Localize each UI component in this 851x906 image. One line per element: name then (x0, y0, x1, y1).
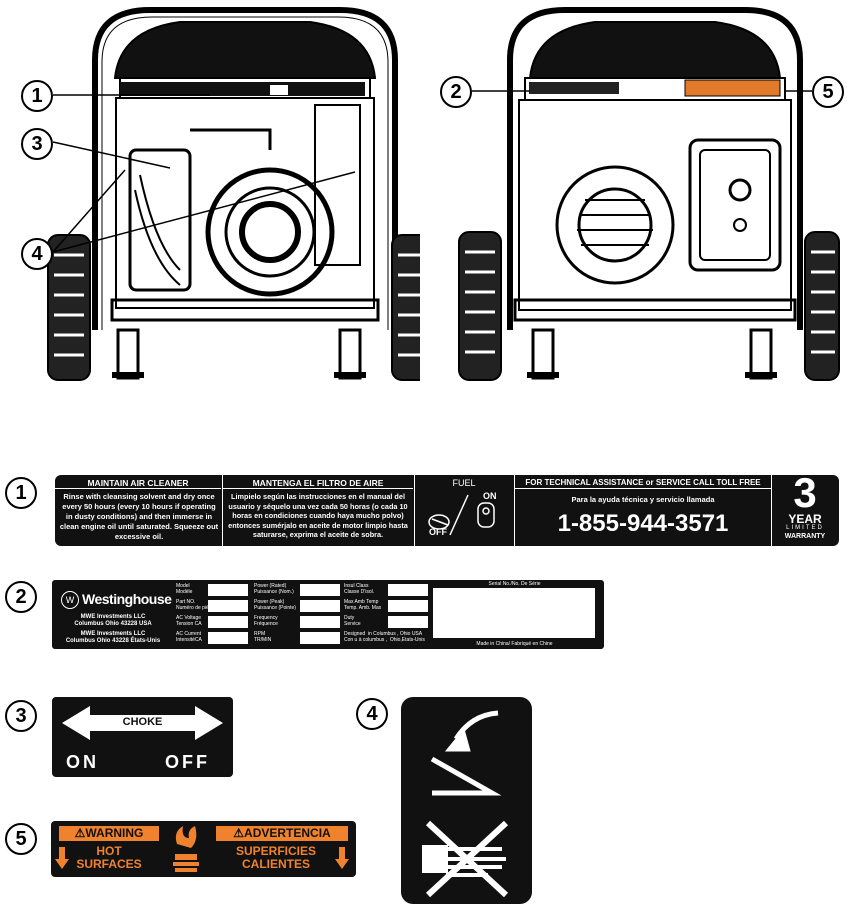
spec-field-frequency: Frequency Fréquence (254, 615, 278, 627)
down-arrow-icon-right (335, 847, 349, 869)
callout-5: 5 (5, 823, 37, 855)
air-cleaner-title-es: MANTENGA EL FILTRO DE AIRE (252, 478, 384, 488)
callout-3-top: 3 (21, 128, 53, 160)
recoil-pull-icon (430, 710, 502, 796)
fuel-on-label: ON (483, 491, 497, 501)
callout-2: 2 (5, 581, 37, 613)
spec-col-2: Power (Rated) Puissance (Nom.) Power (Pe… (254, 583, 336, 647)
generator-rear-view-drawing (458, 7, 840, 381)
double-arrow-icon (62, 706, 223, 740)
serial-no-label: Serial No./No. De Série (488, 581, 541, 587)
label-3-choke-decal: CHOKE ON OFF (52, 697, 233, 777)
label-5-hot-surfaces-decal: ⚠WARNING HOT SURFACES ⚠ADVERTENCIA SUPER… (51, 821, 356, 877)
generator-front-view-drawing (47, 7, 420, 381)
callout-4-top: 4 (21, 238, 53, 270)
no-hand-icon (422, 820, 509, 898)
spec-field-rpm: RPM TR/MIN (254, 631, 272, 643)
spec-field-power-peak: Power (Peak) Puissance (Pointe) (254, 599, 296, 611)
fuel-label: FUEL (452, 478, 476, 488)
spec-field-ac-current: AC Current IntensitéCA (176, 631, 202, 643)
callout-leader-lines (52, 90, 812, 253)
westinghouse-logo-icon: W (61, 591, 79, 609)
advertencia-badge: ⚠ADVERTENCIA (216, 826, 348, 841)
choke-label: CHOKE (122, 716, 163, 728)
air-cleaner-body-es: Limpielo según las instrucciones en el m… (228, 492, 408, 540)
tech-phone-number: 1-855-944-3571 (557, 510, 729, 537)
hot-surfaces-line2: SURFACES (76, 857, 142, 871)
superficies-line2: CALIENTES (241, 857, 310, 871)
made-in-text: Made in China/ Fabriqué en Chine (476, 641, 553, 647)
spec-field-duty: Duty Service (344, 615, 361, 627)
spec-field-model: Model Modèle (176, 583, 193, 595)
callout-3: 3 (5, 700, 37, 732)
callout-1: 1 (5, 477, 37, 509)
serial-no-box (433, 588, 595, 638)
label-2-nameplate-decal: W Westinghouse MWE Investments LLC Colum… (52, 580, 604, 649)
warranty-year: YEAR (788, 512, 822, 526)
air-cleaner-title-en: MAINTAIN AIR CLEANER (87, 478, 189, 488)
superficies-line1: SUPERFICIES (235, 844, 316, 858)
choke-on-label: ON (66, 752, 99, 772)
down-arrow-icon-left (55, 847, 69, 869)
callout-1-top: 1 (21, 80, 53, 112)
warranty-limited: LIMITED (786, 525, 824, 531)
warning-badge: ⚠WARNING (59, 826, 159, 841)
label-1-air-cleaner-decal: MAINTAIN AIR CLEANER Rinse with cleansin… (55, 471, 839, 546)
designed-in-text: Designed in Columbus , Ohio USA Con u à … (344, 631, 425, 643)
fuel-valve-icon (428, 494, 495, 536)
tech-assist-subtitle: Para la ayuda técnica y servicio llamada (571, 495, 715, 504)
warranty-number: 3 (793, 469, 817, 516)
hot-surfaces-line1: HOT (96, 844, 122, 858)
air-cleaner-body-en: Rinse with cleansing solvent and dry onc… (59, 492, 219, 541)
callout-4: 4 (356, 698, 388, 730)
address-line-1: MWE Investments LLC (80, 614, 146, 620)
hot-hand-icon (173, 826, 199, 872)
spec-col-3: Insul Class Classe D'isol. Max Amb Temp … (344, 583, 436, 647)
spec-field-insul-class: Insul Class Classe D'isol. (344, 583, 375, 595)
address-line-3: MWE Investments LLC (80, 631, 146, 637)
tech-assist-title: FOR TECHNICAL ASSISTANCE or SERVICE CALL… (525, 478, 761, 487)
warranty-word: WARRANTY (784, 533, 826, 540)
brand-name: Westinghouse (82, 591, 172, 607)
callout-2-top: 2 (440, 76, 472, 108)
callout-5-top: 5 (812, 76, 844, 108)
spec-field-max-amb-temp: Max Amb Temp Temp. Amb. Max (344, 599, 382, 611)
address-line-2: Columbus Ohio 43228 USA (74, 621, 152, 627)
choke-off-label: OFF (165, 752, 210, 772)
fuel-off-label: OFF (429, 527, 447, 537)
label-4-no-touch-decal (401, 697, 532, 904)
spec-field-power-rated: Power (Rated) Puissance (Nom.) (254, 583, 294, 595)
address-line-4: Columbus Ohio 43228 États-Unis (65, 638, 161, 644)
spec-field-ac-voltage: AC Voltage Tension CA (176, 615, 202, 627)
